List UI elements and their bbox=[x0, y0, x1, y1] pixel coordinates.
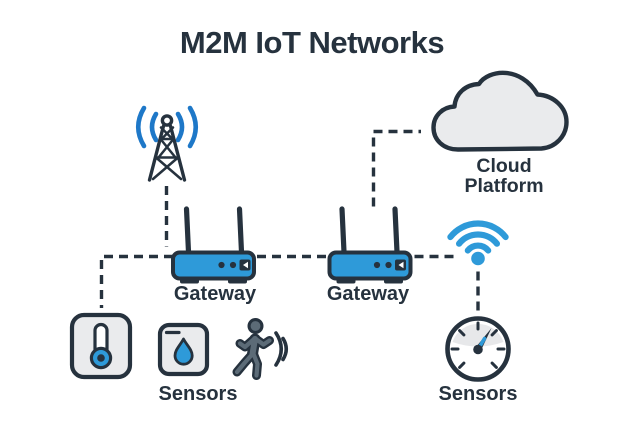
router-led bbox=[229, 261, 237, 269]
router-port-arrow bbox=[243, 261, 248, 269]
cloud-platform-label: Cloud Platform bbox=[434, 156, 574, 196]
cloud-label-line2: Platform bbox=[464, 175, 544, 197]
connectors bbox=[99, 129, 480, 311]
connector-gateway2-cloud bbox=[371, 129, 421, 207]
gateway-right-label: Gateway bbox=[326, 283, 410, 305]
cloud-label-line1: Cloud bbox=[476, 155, 532, 177]
wifi-arcs bbox=[447, 220, 509, 254]
water-drop bbox=[173, 337, 194, 366]
router-led bbox=[373, 261, 381, 269]
router-port-arrow bbox=[398, 261, 404, 269]
gauge-ticks bbox=[450, 321, 506, 369]
router-led bbox=[218, 261, 225, 269]
router-icon-gateway-right bbox=[327, 206, 413, 284]
antenna-icon bbox=[339, 206, 400, 255]
person-head-fill bbox=[250, 321, 261, 331]
motion-waves-icon bbox=[274, 331, 289, 367]
gateway-left-label: Gateway bbox=[173, 283, 257, 305]
cloud-shape bbox=[431, 70, 569, 152]
motion-person-icon bbox=[232, 318, 289, 380]
thermometer-icon bbox=[69, 312, 133, 380]
sensors-right-label: Sensors bbox=[438, 383, 518, 405]
person-fill bbox=[234, 336, 272, 378]
cell-tower-icon bbox=[135, 105, 199, 182]
antenna-icon bbox=[183, 206, 245, 255]
sensors-left-label: Sensors bbox=[158, 383, 238, 405]
router-led bbox=[385, 261, 392, 269]
router-body bbox=[327, 250, 413, 281]
diagram-title: M2M IoT Networks bbox=[179, 25, 445, 60]
router-body bbox=[171, 250, 256, 281]
cloud-icon bbox=[431, 70, 569, 152]
tower-structure bbox=[147, 114, 187, 182]
wifi-icon bbox=[447, 220, 509, 266]
humidity-drop-icon bbox=[157, 322, 210, 377]
wifi-dot bbox=[471, 251, 485, 266]
connector-sensors1-gateway1 bbox=[99, 254, 173, 308]
thermometer-bulb-dot bbox=[97, 354, 105, 362]
gauge-icon bbox=[445, 316, 511, 382]
gauge-hub bbox=[473, 344, 483, 355]
router-icon-gateway-left bbox=[171, 206, 256, 284]
radio-waves-icon bbox=[135, 105, 199, 149]
